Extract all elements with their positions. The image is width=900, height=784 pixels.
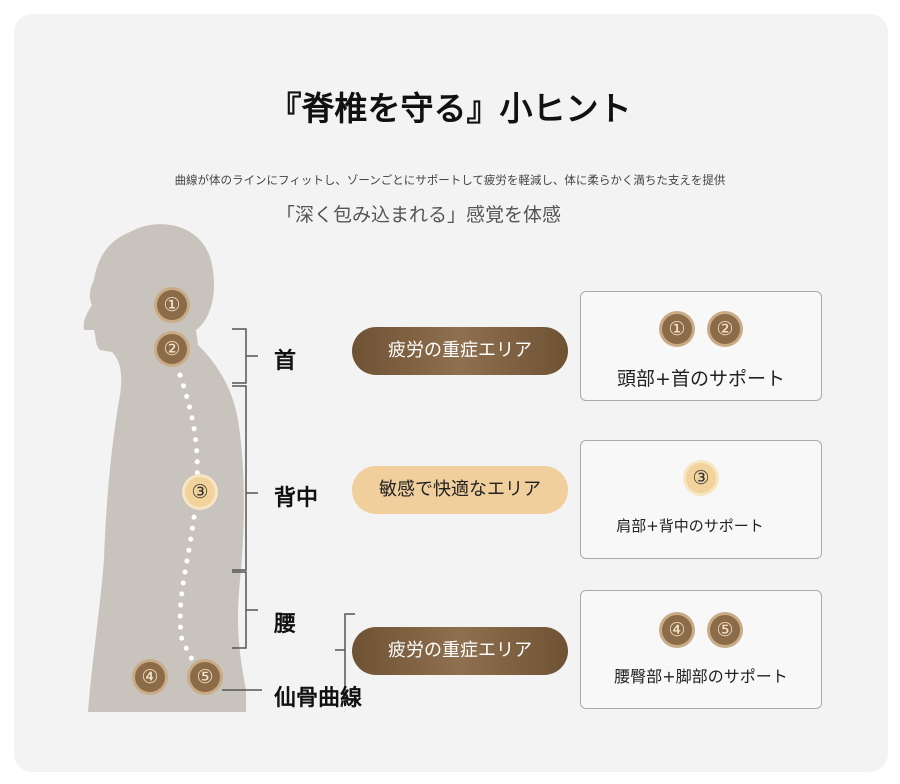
marker-5: ⑤ <box>710 615 740 645</box>
tagline: 「深く包み込まれる」感覚を体感 <box>276 204 562 226</box>
label-waist: 腰 <box>274 612 297 637</box>
marker-1: ① <box>157 290 187 320</box>
zone-pill-neck: 疲労の重症エリア <box>352 327 568 375</box>
zone-brackets <box>222 328 355 701</box>
label-neck: 首 <box>274 349 297 374</box>
zone-pill-lower: 疲労の重症エリア <box>352 627 568 675</box>
marker-2: ② <box>710 314 740 344</box>
marker-3: ③ <box>185 477 215 507</box>
subtitle: 曲線が体のラインにフィットし、ゾーンごとにサポートして疲労を軽減し、体に柔らかく… <box>174 173 726 187</box>
label-sacrum: 仙骨曲線 <box>274 686 363 711</box>
zone-pill-back: 敏感で快適なエリア <box>352 466 568 514</box>
marker-4: ④ <box>662 615 692 645</box>
marker-4: ④ <box>135 662 165 692</box>
marker-2: ② <box>157 334 187 364</box>
support-caption: 頭部+首のサポート <box>617 368 785 390</box>
marker-3: ③ <box>686 463 716 493</box>
marker-5: ⑤ <box>190 662 220 692</box>
marker-1: ① <box>662 314 692 344</box>
support-caption: 肩部+背中のサポート <box>616 517 764 535</box>
label-back: 背中 <box>274 486 319 511</box>
human-silhouette <box>83 224 246 712</box>
page-title: 『脊椎を守る』小ヒント <box>268 89 632 128</box>
support-caption: 腰臀部+脚部のサポート <box>614 667 788 686</box>
support-box-back: ③ 肩部+背中のサポート <box>580 440 822 559</box>
